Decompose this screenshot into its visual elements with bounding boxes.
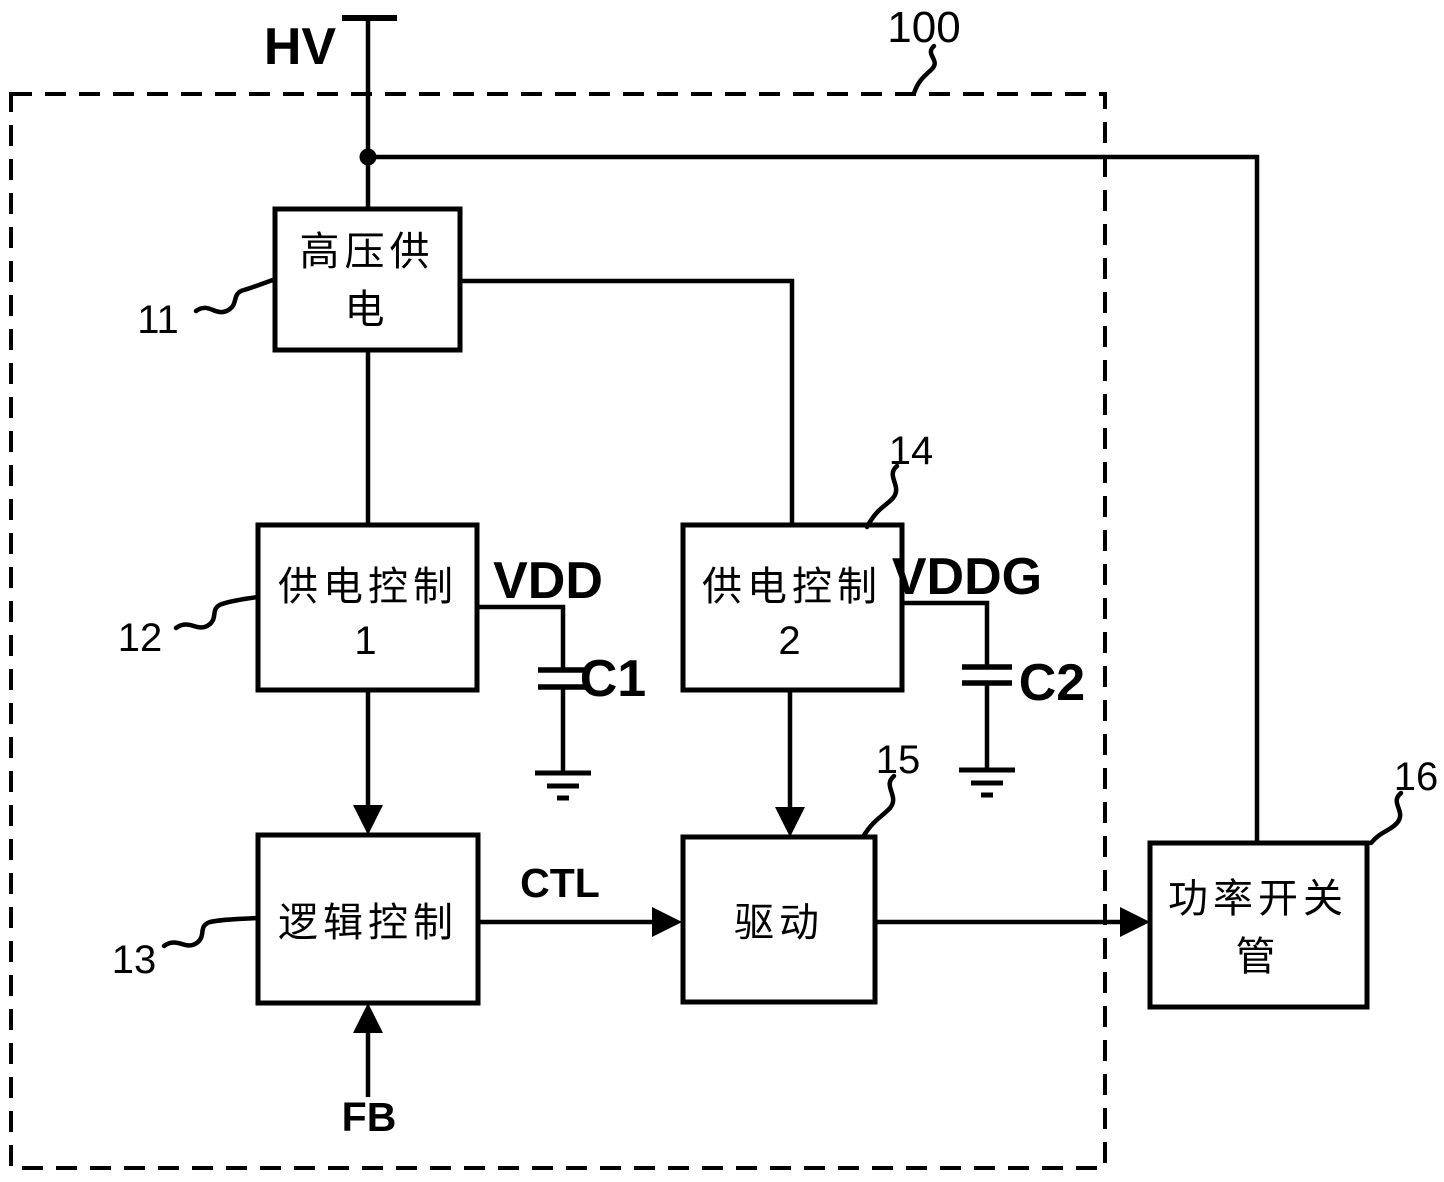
leader-squiggle-11 bbox=[193, 277, 276, 315]
leader-squiggle-15 bbox=[860, 773, 897, 840]
supply-control-2-block bbox=[680, 522, 905, 693]
ground-symbol-c2 bbox=[959, 767, 1015, 798]
supply-control-1-label-line2: 1 bbox=[354, 619, 381, 663]
supply-control-2-label-line1: 供电控制 bbox=[702, 565, 882, 609]
wire-hvsupply-to-control2 bbox=[460, 278, 795, 525]
ref-13: 13 bbox=[112, 938, 157, 982]
power-switch-block bbox=[1147, 840, 1370, 1010]
ref-11: 11 bbox=[137, 298, 179, 342]
supply-control-1-block bbox=[255, 522, 480, 693]
ground-symbol-c1 bbox=[535, 770, 591, 801]
chip-boundary-dashed-box bbox=[9, 92, 1107, 1170]
leader-squiggle-100 bbox=[911, 43, 937, 96]
leader-squiggle-13 bbox=[161, 915, 261, 949]
ref-100: 100 bbox=[887, 3, 960, 52]
arrowhead-up-fb bbox=[353, 1003, 383, 1033]
hv-supply-label-line2: 电 bbox=[345, 288, 390, 332]
logic-control-label: 逻辑控制 bbox=[278, 901, 458, 945]
leader-squiggle-14 bbox=[864, 463, 900, 530]
driver-block bbox=[680, 834, 878, 1005]
vddg-wire bbox=[902, 600, 990, 667]
supply-control-2-label-line2: 2 bbox=[778, 619, 805, 663]
hv-label: HV bbox=[264, 18, 337, 76]
vdd-wire bbox=[477, 604, 566, 670]
power-switch-label-line2: 管 bbox=[1236, 935, 1281, 979]
c1-label: C1 bbox=[580, 650, 646, 708]
arrowhead-right-driver bbox=[1120, 907, 1150, 937]
fb-label: FB bbox=[342, 1094, 397, 1140]
leader-squiggle-16 bbox=[1368, 790, 1404, 846]
ref-12: 12 bbox=[118, 616, 163, 660]
supply-control-1-label-line1: 供电控制 bbox=[278, 565, 458, 609]
leader-squiggle-12 bbox=[173, 594, 260, 631]
vddg-label: VDDG bbox=[892, 548, 1042, 606]
power-switch-label-line1: 功率开关 bbox=[1168, 877, 1348, 921]
vdd-label: VDD bbox=[493, 552, 603, 610]
arrowhead-down-control2 bbox=[775, 807, 805, 837]
hv-branch-wire-to-power-switch bbox=[368, 154, 1260, 843]
arrowhead-down-control1 bbox=[353, 805, 383, 835]
hv-supply-label-line1: 高压供 bbox=[300, 230, 435, 274]
ref-15: 15 bbox=[876, 738, 921, 782]
c2-label: C2 bbox=[1019, 654, 1085, 712]
arrowhead-right-ctl bbox=[652, 907, 682, 937]
driver-label: 驱动 bbox=[734, 901, 824, 945]
ctl-label: CTL bbox=[520, 860, 600, 906]
